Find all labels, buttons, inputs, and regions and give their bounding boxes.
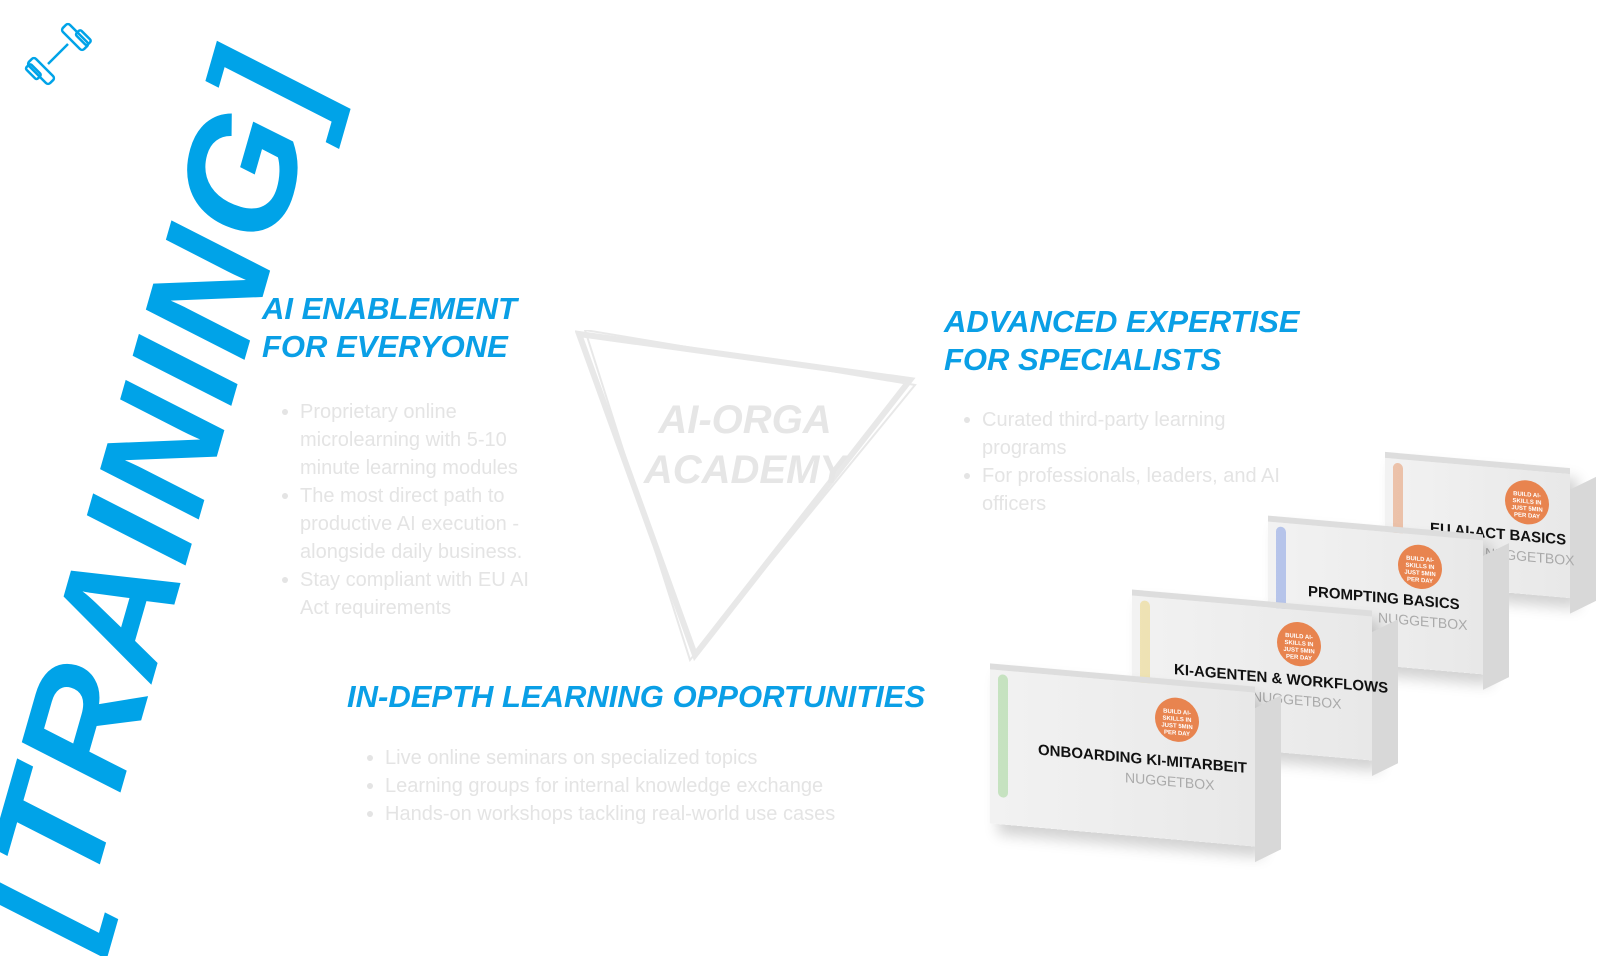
bullet: The most direct path to productive AI ex… <box>282 482 552 566</box>
dumbbell-icon <box>24 22 92 86</box>
bullet: Hands-on workshops tackling real-world u… <box>367 800 927 828</box>
bullet: Learning groups for internal knowledge e… <box>367 772 927 800</box>
bullet: Proprietary online microlearning with 5-… <box>282 398 552 482</box>
specialists-bullets: Curated third-party learning programs Fo… <box>964 406 1314 518</box>
academy-triangle-logo <box>575 330 917 663</box>
badge: BUILD AI-SKILLS IN JUST 5MIN PER DAY <box>1155 695 1199 744</box>
bullet: For professionals, leaders, and AI offic… <box>964 462 1314 518</box>
indepth-bullets: Live online seminars on specialized topi… <box>367 744 927 828</box>
nuggetbox-onboarding: BUILD AI-SKILLS IN JUST 5MIN PER DAY ONB… <box>990 663 1281 863</box>
bullet: Live online seminars on specialized topi… <box>367 744 927 772</box>
badge: BUILD AI-SKILLS IN JUST 5MIN PER DAY <box>1505 478 1549 527</box>
badge: BUILD AI-SKILLS IN JUST 5MIN PER DAY <box>1398 542 1442 591</box>
bullet: Stay compliant with EU AI Act requiremen… <box>282 566 552 622</box>
bullet: Curated third-party learning programs <box>964 406 1314 462</box>
indepth-heading: IN-DEPTH LEARNING OPPORTUNITIES <box>347 679 926 714</box>
everyone-bullets: Proprietary online microlearning with 5-… <box>282 398 552 622</box>
badge: BUILD AI-SKILLS IN JUST 5MIN PER DAY <box>1277 620 1321 669</box>
